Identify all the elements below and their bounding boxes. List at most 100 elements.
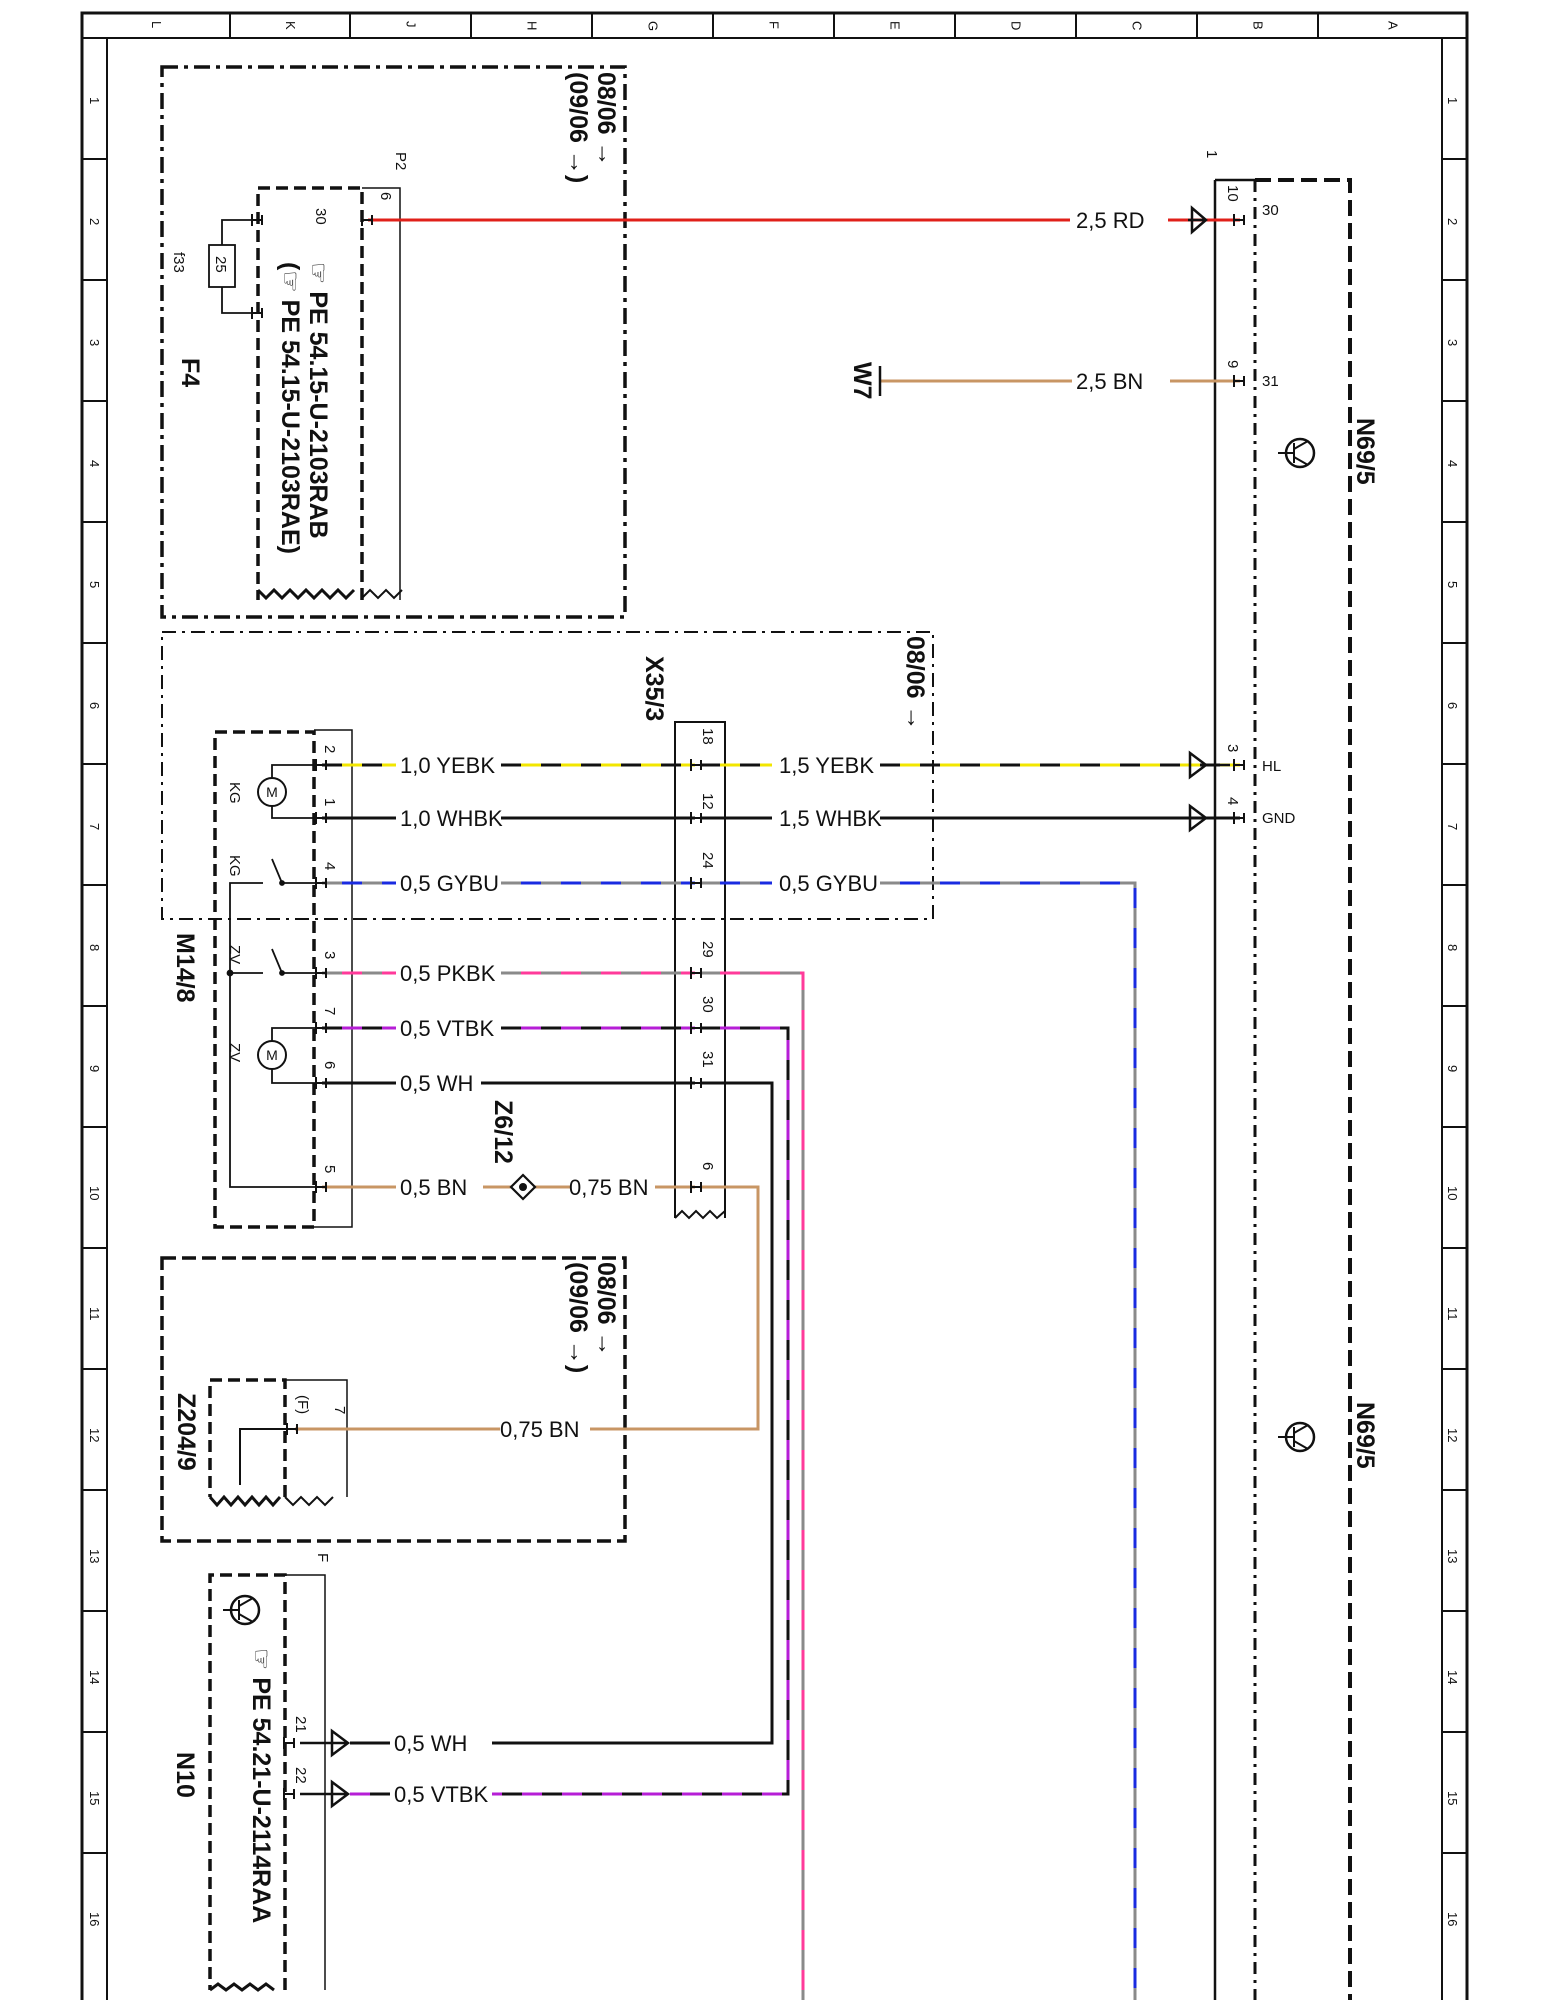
pin-label-m_4: 4 <box>321 862 338 870</box>
pin-label-n69_30: 30 <box>1262 202 1279 219</box>
pin-label-m_5: 5 <box>321 1165 338 1173</box>
wire-bn <box>295 1185 760 1431</box>
pin-label-m_6: 6 <box>321 1061 338 1069</box>
n69-transistor-icon-bottom <box>1278 1421 1316 1453</box>
grid-letter: H <box>525 21 540 30</box>
pin-terminal <box>315 759 327 771</box>
grid-number-right: 15 <box>1445 1791 1460 1805</box>
n69-top-label: N69/5 <box>1351 418 1379 485</box>
grid-number-right: 14 <box>1445 1670 1460 1684</box>
n69-plug-label: 1 <box>1203 150 1220 158</box>
wire-wh <box>322 1081 774 1745</box>
svg-text:M: M <box>266 784 278 800</box>
m-symbol-kg: M <box>0 0 13 4</box>
pin-terminal <box>283 1788 295 1800</box>
pin-label-p2_30: 30 <box>312 208 329 225</box>
grid-number-left: 11 <box>87 1307 102 1321</box>
z6-label: Z6/12 <box>489 1100 517 1164</box>
grid-number-right: 1 <box>1445 97 1460 104</box>
grid-number-right: 5 <box>1445 581 1460 588</box>
grid-letter: L <box>149 21 164 28</box>
z6-12-splice <box>509 1173 537 1201</box>
grid-letter: G <box>646 21 661 31</box>
pin-terminal <box>690 877 702 889</box>
grid-number-right: 7 <box>1445 823 1460 830</box>
grid-number-right: 10 <box>1445 1186 1460 1200</box>
grid-number-left: 4 <box>87 460 102 467</box>
grid-letter: D <box>1009 21 1024 30</box>
wire-label-bn_l: 0,5 BN <box>400 1175 467 1200</box>
grid-number-right: 6 <box>1445 702 1460 709</box>
pin-label-m_1: 1 <box>321 798 338 806</box>
wire-gybu <box>322 881 1137 2000</box>
pin-terminal <box>690 1077 702 1089</box>
m14-internal-wiring <box>226 764 318 1188</box>
grid-number-left: 16 <box>87 1912 102 1926</box>
z204-9-box <box>160 1256 627 1543</box>
wire-label-yebk_l: 1,0 YEBK <box>400 753 495 778</box>
pin-terminal <box>690 759 702 771</box>
w7-label: W7 <box>848 362 876 400</box>
x35-validity: 08/06 → <box>901 636 929 731</box>
wire-label-bn_r: 0,75 BN <box>569 1175 649 1200</box>
z204-validity-1: 08/06 → <box>592 1262 620 1357</box>
n10-transistor-icon <box>223 1594 261 1626</box>
f33-fuse <box>208 219 258 314</box>
m14-motor-zv: M <box>257 1040 287 1070</box>
f4-box <box>160 65 627 619</box>
n10-plug-label: F <box>314 1553 331 1562</box>
n69-transistor-icon-top <box>1278 437 1316 469</box>
pin-terminal <box>286 1423 298 1435</box>
grid-number-right: 12 <box>1445 1428 1460 1442</box>
pin-terminal <box>315 1181 327 1193</box>
grid-letter: F <box>767 21 782 29</box>
pin-label-n69_3: 3 <box>1224 744 1241 752</box>
f4-doc-ref-1: ☞ PE 54.15-U-2103RAB <box>304 262 332 539</box>
grid-number-left: 15 <box>87 1791 102 1805</box>
f4-doc-ref-2: (☞ PE 54.15-U-2103RAE) <box>276 262 304 554</box>
wire-label-whbk_l: 1,0 WHBK <box>400 806 503 831</box>
connector-arrows <box>300 205 1230 1809</box>
wire-pkbk <box>322 971 805 2000</box>
grid-letter: K <box>283 21 298 30</box>
grid-number-left: 10 <box>87 1186 102 1200</box>
grid-number-left: 7 <box>87 823 102 830</box>
grid-number-left: 9 <box>87 1065 102 1072</box>
kg-label-2: KG <box>226 855 243 877</box>
pin-terminal <box>315 812 327 824</box>
grid-letter: E <box>888 21 903 30</box>
pin-terminal <box>1233 375 1245 387</box>
pin-label-n69_gnd: GND <box>1262 810 1296 827</box>
pin-terminal <box>1233 214 1245 226</box>
pin-terminal <box>251 307 263 319</box>
wire-label-bn_w7: 2,5 BN <box>1076 369 1143 394</box>
drawing-frame <box>80 11 1469 2000</box>
pin-label-n69_31: 31 <box>1262 373 1279 390</box>
z204-validity-2: (09/06 →) <box>564 1262 592 1373</box>
z204-label: Z204/9 <box>172 1393 200 1471</box>
f33-label: f33 <box>170 252 187 273</box>
grid-number-right: 16 <box>1445 1912 1460 1926</box>
wire-vtbk <box>322 1026 790 1796</box>
pin-label-x_12: 12 <box>699 793 716 810</box>
n10-label: N10 <box>171 1752 199 1798</box>
wire-label-gybu_r: 0,5 GYBU <box>779 871 878 896</box>
pin-label-m_7: 7 <box>321 1007 338 1015</box>
grid-number-right: 9 <box>1445 1065 1460 1072</box>
wire-pkbk-stripe <box>322 971 805 2000</box>
grid-number-right: 2 <box>1445 218 1460 225</box>
m14-label: M14/8 <box>171 933 199 1003</box>
x35-area-box <box>161 631 934 920</box>
pin-label-n69_9: 9 <box>1224 360 1241 368</box>
grid-number-right: 8 <box>1445 944 1460 951</box>
pin-terminal <box>283 1737 295 1749</box>
pin-terminal <box>251 214 263 226</box>
pin-label-m_3: 3 <box>321 951 338 959</box>
grid-number-right: 13 <box>1445 1549 1460 1563</box>
x35-label: X35/3 <box>640 656 668 721</box>
pin-label-n69_hl: HL <box>1262 758 1281 775</box>
n69-bottom-label: N69/5 <box>1351 1402 1379 1469</box>
grid-number-left: 14 <box>87 1670 102 1684</box>
pin-terminal <box>315 1022 327 1034</box>
